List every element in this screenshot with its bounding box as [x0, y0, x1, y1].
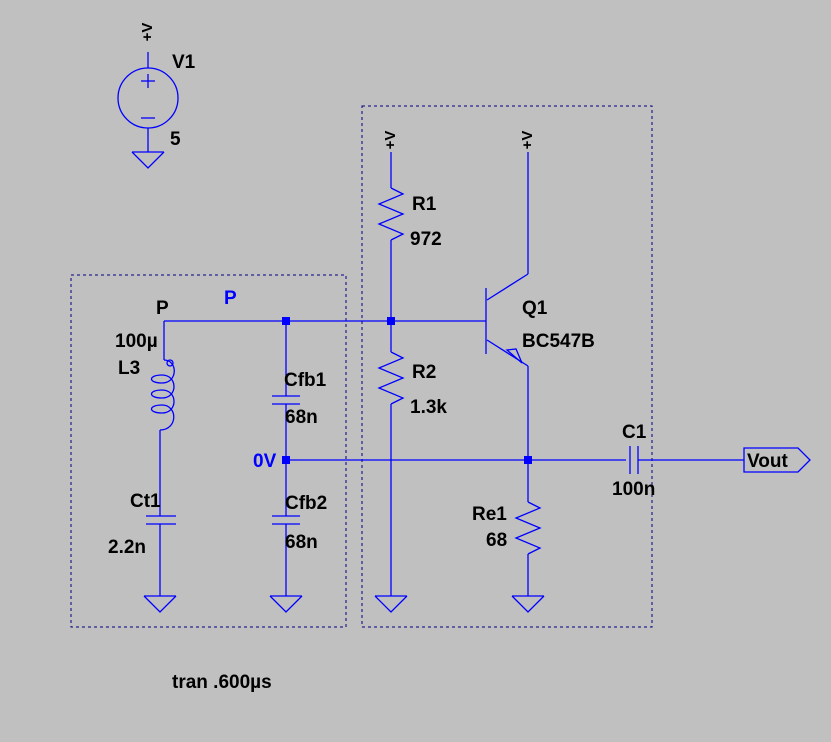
q1-name-label: Q1: [522, 298, 548, 319]
junction-dot: [282, 456, 290, 464]
v1-value-label: 5: [170, 129, 181, 150]
re1-name-label: Re1: [472, 504, 507, 525]
spice-directive[interactable]: tran .600µs: [172, 672, 272, 693]
l3-value-label: 100µ: [115, 331, 158, 352]
junction-dot: [524, 456, 532, 464]
junction-dot: [387, 317, 395, 325]
v1-name-label: V1: [172, 52, 196, 73]
c1-name-label: C1: [622, 422, 647, 443]
r2-value-label: 1.3k: [410, 397, 447, 418]
q1-transistor[interactable]: [485, 152, 529, 502]
cfb2-ground-symbol: [269, 595, 303, 613]
ct1-ground-symbol: [143, 595, 177, 613]
svg-text:+V: +V: [139, 23, 156, 42]
c1-capacitor[interactable]: [629, 446, 639, 474]
r1-value-label: 972: [410, 229, 442, 250]
cfb2-value-label: 68n: [285, 532, 318, 553]
net-0v-label: 0V: [253, 451, 277, 472]
junction-dot: [282, 317, 290, 325]
vout-port[interactable]: [743, 447, 811, 473]
l3-node-label: P: [156, 298, 169, 319]
r2-ground-symbol: [374, 595, 408, 613]
r1-name-label: R1: [412, 194, 437, 215]
cfb2-capacitor[interactable]: [272, 515, 300, 525]
cfb1-capacitor[interactable]: [272, 395, 300, 405]
re1-ground-symbol: [511, 595, 545, 613]
c1-value-label: 100n: [612, 479, 655, 500]
net-p-label: P: [224, 288, 237, 309]
cfb2-name-label: Cfb2: [285, 493, 327, 514]
cfb1-name-label: Cfb1: [284, 370, 327, 391]
v1-source[interactable]: [117, 52, 179, 152]
ct1-capacitor[interactable]: [146, 515, 176, 596]
re1-resistor[interactable]: [514, 501, 542, 555]
q1-value-label: BC547B: [522, 331, 595, 352]
r1-supply-plus-v: +V: [382, 131, 399, 150]
tank-circuit-box: [70, 274, 347, 628]
amplifier-box: [361, 105, 653, 628]
l3-inductor[interactable]: [150, 346, 175, 516]
v1-supply-plus-v: +V: [139, 23, 156, 42]
cfb1-value-label: 68n: [285, 407, 318, 428]
q1-supply-plus-v: +V: [519, 131, 536, 150]
ct1-name-label: Ct1: [130, 491, 161, 512]
vout-port-label: Vout: [747, 451, 788, 472]
r2-name-label: R2: [412, 362, 436, 383]
re1-value-label: 68: [486, 530, 507, 551]
r2-resistor[interactable]: [377, 351, 405, 405]
l3-name-label: L3: [118, 358, 140, 379]
r1-resistor[interactable]: [377, 187, 405, 241]
v1-ground-symbol: [131, 151, 165, 169]
ct1-value-label: 2.2n: [108, 537, 146, 558]
